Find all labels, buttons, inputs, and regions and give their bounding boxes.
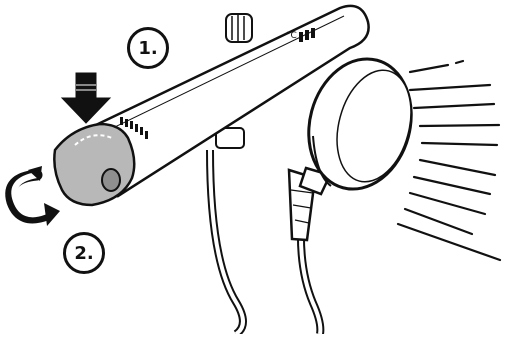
step-2-label: 2. (74, 243, 93, 264)
thermostat-scale-label: °C (286, 31, 297, 41)
step-2-badge: 2. (63, 232, 105, 274)
temperature-knob (54, 124, 134, 205)
press-arrow-icon (62, 73, 110, 123)
step-1-label: 1. (138, 38, 157, 59)
rotate-arrow-icon (11, 166, 60, 226)
water-spray-icon (398, 61, 500, 260)
step-1-badge: 1. (127, 27, 169, 69)
